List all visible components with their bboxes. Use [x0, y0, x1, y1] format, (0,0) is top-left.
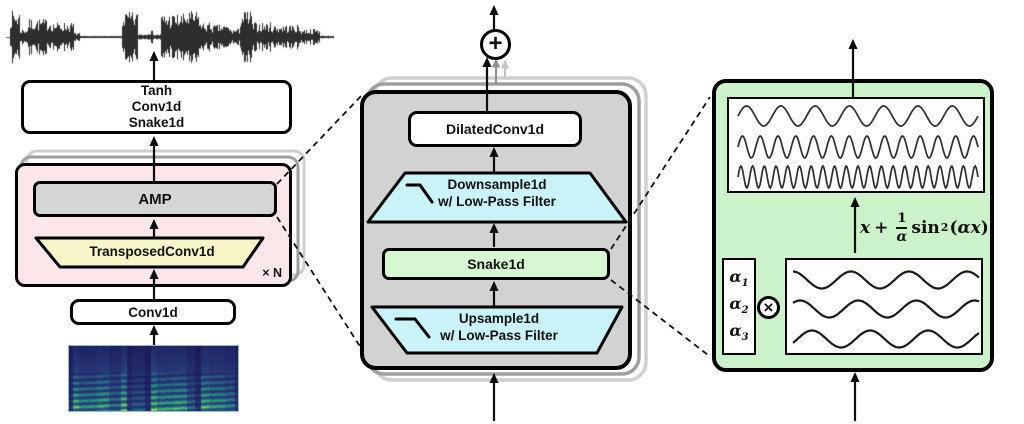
alpha-3-label: α3 — [729, 321, 749, 344]
output-stack-line: Conv1d — [131, 99, 182, 114]
input-channels-waves-box — [785, 258, 983, 355]
plus-icon: + — [488, 29, 503, 57]
downsample-label-line1: Downsample1d — [447, 177, 547, 192]
downsample-label-line2: w/ Low-Pass Filter — [438, 194, 556, 209]
alpha-parameters-box: α1 α2 α3 — [722, 258, 756, 355]
output-layers-box: Tanh Conv1d Snake1d — [21, 80, 292, 134]
mel-spectrogram-image — [68, 345, 239, 412]
channel-wave-2 — [792, 299, 980, 319]
repeat-n-label: × N — [262, 266, 282, 280]
elementwise-product-node: × — [757, 296, 780, 319]
upsample-label-line2: w/ Low-Pass Filter — [440, 328, 558, 343]
formula-x: x — [860, 218, 871, 238]
channel-wave-3 — [792, 329, 980, 349]
snake1d-box: Snake1d — [382, 248, 610, 280]
amp-box: AMP — [33, 181, 277, 217]
harmonics-waves-box — [727, 97, 985, 193]
alpha-1-label: α1 — [729, 267, 749, 290]
sine-wave-low-freq — [737, 105, 979, 127]
formula-fraction: 1 α — [896, 211, 908, 245]
sine-wave-mid-freq — [737, 134, 979, 160]
formula-sin: sin — [911, 218, 940, 238]
alpha-2-label: α2 — [729, 294, 749, 317]
transposed-conv-label: TransposedConv1d — [89, 244, 215, 259]
input-conv-box: Conv1d — [70, 299, 236, 325]
formula-plus: + — [874, 218, 889, 238]
channel-wave-1 — [793, 270, 980, 290]
sum-node: + — [480, 29, 511, 60]
output-waveform-image — [4, 6, 336, 68]
output-stack-line: Tanh — [140, 83, 173, 98]
output-stack-line: Snake1d — [128, 115, 185, 130]
dilated-conv-box: DilatedConv1d — [408, 111, 582, 147]
times-icon: × — [763, 297, 774, 317]
sine-wave-high-freq — [737, 164, 979, 190]
upsample-label-line1: Upsample1d — [458, 311, 540, 326]
